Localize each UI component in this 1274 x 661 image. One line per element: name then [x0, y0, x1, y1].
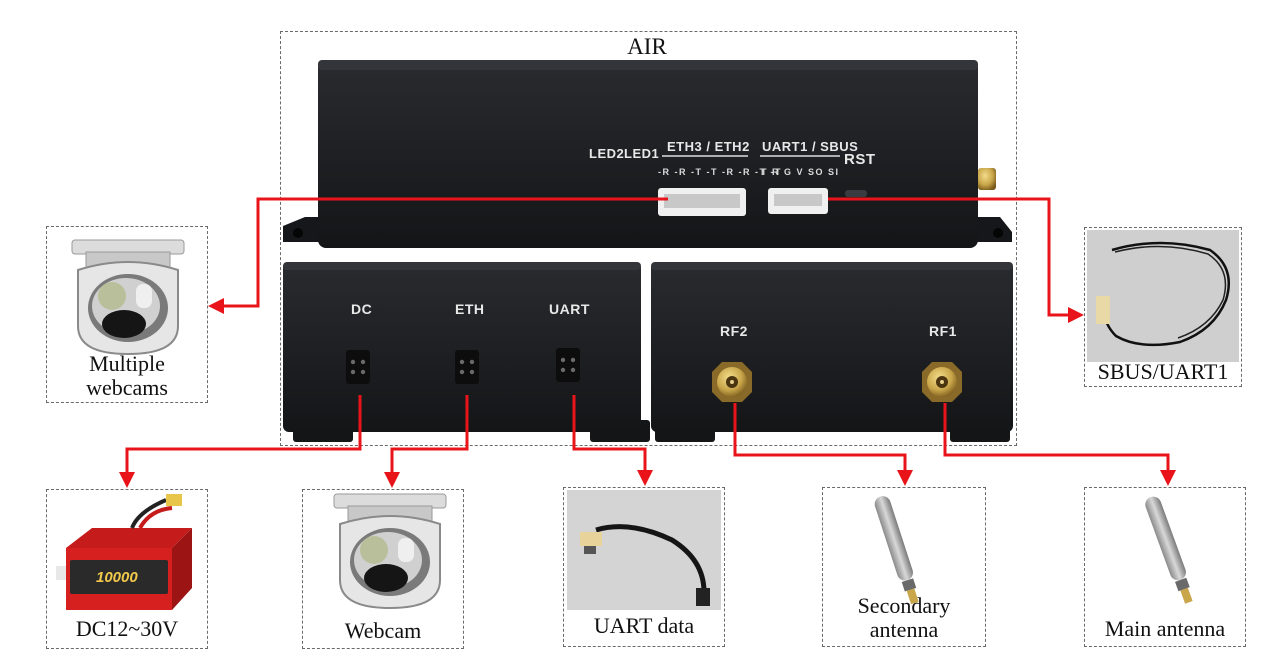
arrow-uart-data — [637, 470, 653, 486]
arrow-multiple-webcams — [208, 298, 224, 314]
rf2-label: RF2 — [720, 323, 748, 339]
device-top — [283, 60, 1012, 248]
multiple-webcams-box — [46, 226, 208, 403]
gimbal-camera-icon — [333, 493, 447, 610]
rf1-sma-connector — [922, 362, 962, 402]
line-eth-to-webcam — [390, 395, 469, 474]
line-eth-to-multiple-webcams — [222, 197, 668, 308]
eth-port-label: ETH — [455, 301, 485, 317]
arrow-webcam — [384, 472, 400, 488]
uart-data-box — [563, 487, 725, 647]
sbus-uart1-label: SBUS/UART1 — [1097, 359, 1229, 384]
line-rf2-to-secondary — [733, 403, 907, 472]
mount-hole-left — [293, 228, 303, 238]
main-antenna-box — [1084, 487, 1246, 647]
air-frame — [280, 31, 1017, 446]
gimbal-camera-icon — [71, 239, 185, 356]
line-uart-to-data — [572, 395, 647, 472]
device-left-body — [283, 262, 641, 432]
device-top-edge — [318, 60, 978, 70]
arrow-main — [1160, 470, 1176, 486]
line-rf1-to-main — [943, 403, 1170, 472]
rst-button — [845, 190, 867, 197]
dc-label: DC12~30V — [75, 616, 179, 641]
side-sma-connector — [978, 168, 996, 190]
cable-icon — [567, 490, 721, 610]
rf2-sma-connector — [712, 362, 752, 402]
air-label: AIR — [627, 34, 667, 59]
connection-lines — [125, 197, 1170, 474]
arrow-heads — [119, 298, 1176, 488]
device-left — [283, 262, 650, 442]
battery-capacity-text: 10000 — [96, 569, 138, 586]
dc-box — [46, 489, 208, 649]
device-right-body — [651, 262, 1013, 432]
webcam-label: Webcam — [344, 618, 422, 643]
secondary-antenna-box — [822, 487, 986, 647]
main-antenna-label: Main antenna — [1104, 616, 1226, 641]
eth-port-inner — [664, 194, 740, 208]
rf1-label: RF1 — [929, 323, 957, 339]
uart-data-label: UART data — [593, 613, 695, 638]
antenna-icon — [874, 496, 919, 605]
arrow-sbus — [1068, 307, 1084, 323]
uart-port-label: UART — [549, 301, 590, 317]
uart-port — [556, 348, 580, 382]
multiple-webcams-label: Multiple webcams — [86, 351, 168, 400]
uart-pins-label: T R G V SO SI — [761, 167, 840, 177]
dc-port-label: DC — [351, 301, 373, 317]
eth-port — [455, 350, 479, 384]
secondary-antenna-label: Secondary antenna — [857, 593, 951, 642]
sbus-uart1-box — [1084, 227, 1242, 387]
uart-port-inner — [774, 194, 822, 206]
led2-label: LED2 — [589, 146, 625, 161]
arrow-battery — [119, 472, 135, 488]
eth-header-label: ETH3 / ETH2 — [667, 139, 750, 154]
antenna-icon — [1145, 496, 1193, 604]
webcam-box — [302, 489, 464, 649]
eth-pins-label: -R -R -T -T -R -R -T -T — [658, 167, 782, 177]
cable-icon — [1087, 230, 1239, 362]
device-right — [651, 262, 1013, 442]
rst-label: RST — [844, 151, 876, 168]
line-uart1-to-sbus — [828, 197, 1070, 317]
line-dc-to-battery — [125, 395, 362, 474]
uart-header-label: UART1 / SBUS — [762, 139, 859, 154]
battery-icon — [56, 494, 192, 610]
arrow-secondary — [897, 470, 913, 486]
mount-hole-right — [993, 228, 1003, 238]
dc-port — [346, 350, 370, 384]
led1-label: LED1 — [624, 146, 660, 161]
